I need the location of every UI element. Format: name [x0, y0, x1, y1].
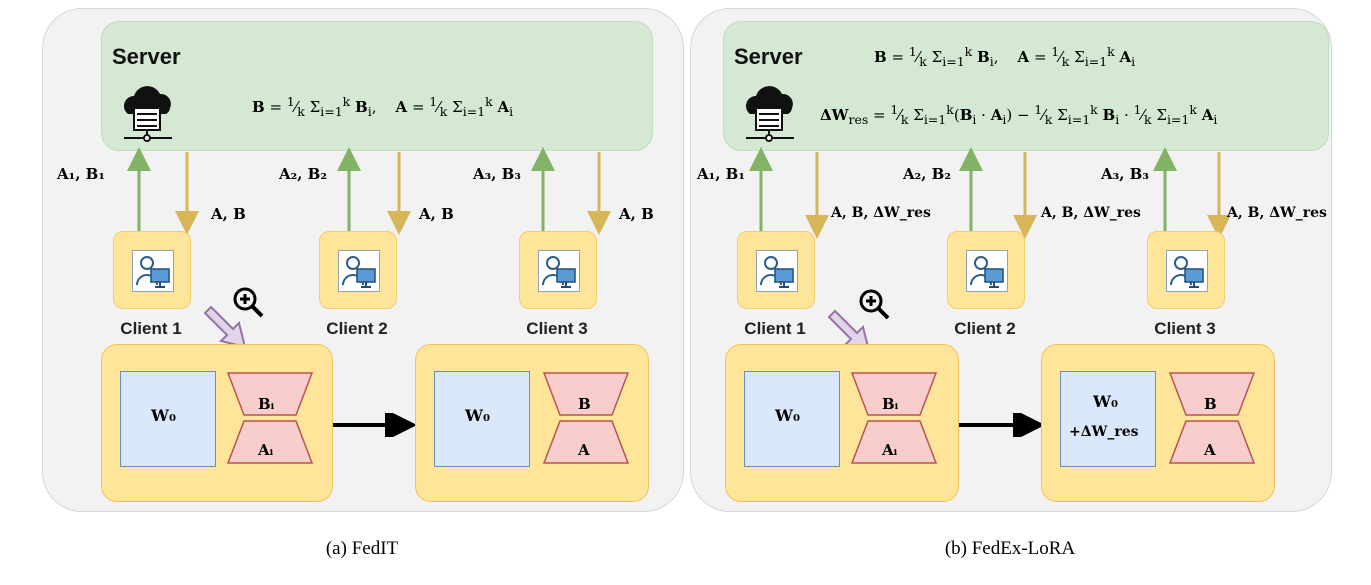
lora-b-label: Bᵢ [882, 395, 899, 413]
w0-label: W₀ [1093, 392, 1118, 411]
global-model-box: W₀ B A [415, 344, 649, 502]
w0-frozen-weights: W₀ [120, 371, 216, 467]
client1-download-label: A, B [211, 205, 246, 223]
server-formula: B = 1⁄k Σi=1k Bi, A = 1⁄k Σi=1k Ai [252, 94, 514, 119]
client2-upload-label: A₂, B₂ [279, 165, 327, 183]
w0-label: W₀ [151, 406, 176, 425]
server-title: Server [112, 44, 181, 69]
lora-a-label: A [1204, 441, 1216, 459]
client3-download-label: A, B, ΔW_res [1227, 205, 1327, 221]
client1-upload-label: A₁, B₁ [697, 165, 745, 183]
lora-b-label: B [578, 395, 591, 413]
client3-upload-label: A₃, B₃ [1101, 165, 1149, 183]
local-model-box: W₀ Bᵢ Aᵢ [725, 344, 959, 502]
lora-b-trapezoid [1168, 372, 1256, 464]
w0-label: W₀ [775, 406, 800, 425]
client-3-label: Client 3 [526, 319, 588, 338]
aggregation-arrow [333, 413, 417, 437]
client-2 [947, 231, 1025, 309]
server-formula-residual: ΔWres = 1⁄k Σi=1k(Bi · Ai) − 1⁄k Σi=1k B… [820, 102, 1218, 127]
user-computer-icon [538, 250, 580, 292]
server-title: Server [734, 44, 803, 69]
aggregation-arrow [959, 413, 1043, 437]
w0-residual-weights: W₀ +ΔW_res [1060, 371, 1156, 467]
caption-fedit: (a) FedIT [325, 538, 399, 559]
client-3 [519, 231, 597, 309]
client2-download-label: A, B, ΔW_res [1041, 205, 1141, 221]
user-computer-icon [338, 250, 380, 292]
client-1 [113, 231, 191, 309]
communication-arrows [127, 147, 611, 235]
lora-a-label: Aᵢ [882, 441, 898, 459]
client2-download-label: A, B [419, 205, 454, 223]
user-computer-icon [966, 250, 1008, 292]
client-2-label: Client 2 [954, 319, 1016, 338]
lora-b-trapezoid [542, 372, 630, 464]
client-2 [319, 231, 397, 309]
fedex-lora-panel: Server B = 1⁄k Σi=1k Bi, A = 1⁄k Σi=1k A… [690, 8, 1332, 512]
user-computer-icon [1166, 250, 1208, 292]
client-3 [1147, 231, 1225, 309]
client-3-label: Client 3 [1154, 319, 1216, 338]
user-computer-icon [132, 250, 174, 292]
client1-download-label: A, B, ΔW_res [831, 205, 931, 221]
caption-fedex-lora: (b) FedEx-LoRA [944, 538, 1076, 559]
cloud-server-icon [124, 86, 172, 142]
delta-w-res-label: +ΔW_res [1069, 424, 1139, 440]
client-2-label: Client 2 [326, 319, 388, 338]
w0-frozen-weights: W₀ [744, 371, 840, 467]
local-model-box: W₀ Bᵢ Aᵢ [101, 344, 333, 502]
w0-label: W₀ [465, 406, 490, 425]
zoom-in-icon [233, 287, 264, 318]
client3-upload-label: A₃, B₃ [473, 165, 521, 183]
lora-a-label: Aᵢ [258, 441, 274, 459]
client-1-label: Client 1 [120, 319, 182, 338]
w0-frozen-weights: W₀ [434, 371, 530, 467]
lora-b-label: B [1204, 395, 1217, 413]
server-box: Server B = 1⁄k Σi=1k Bi, A = 1⁄k Σi=1k A… [101, 21, 653, 151]
client-1 [737, 231, 815, 309]
user-computer-icon [756, 250, 798, 292]
server-formula-aggregation: B = 1⁄k Σi=1k Bi, A = 1⁄k Σi=1k Ai [874, 44, 1136, 69]
client3-download-label: A, B [619, 205, 654, 223]
zoom-in-icon [859, 289, 890, 320]
cloud-server-icon [746, 86, 794, 142]
fedit-panel: Server B = 1⁄k Σi=1k Bi, A = 1⁄k Σi=1k A… [42, 8, 684, 512]
lora-b-label: Bᵢ [258, 395, 275, 413]
client1-upload-label: A₁, B₁ [57, 165, 105, 183]
lora-b-trapezoid [850, 372, 938, 464]
server-box: Server B = 1⁄k Σi=1k Bi, A = 1⁄k Σi=1k A… [723, 21, 1329, 151]
lora-a-label: A [578, 441, 590, 459]
global-model-box: W₀ +ΔW_res B A [1041, 344, 1275, 502]
client-1-label: Client 1 [744, 319, 806, 338]
client2-upload-label: A₂, B₂ [903, 165, 951, 183]
lora-b-trapezoid [226, 372, 314, 464]
communication-arrows [749, 147, 1231, 239]
